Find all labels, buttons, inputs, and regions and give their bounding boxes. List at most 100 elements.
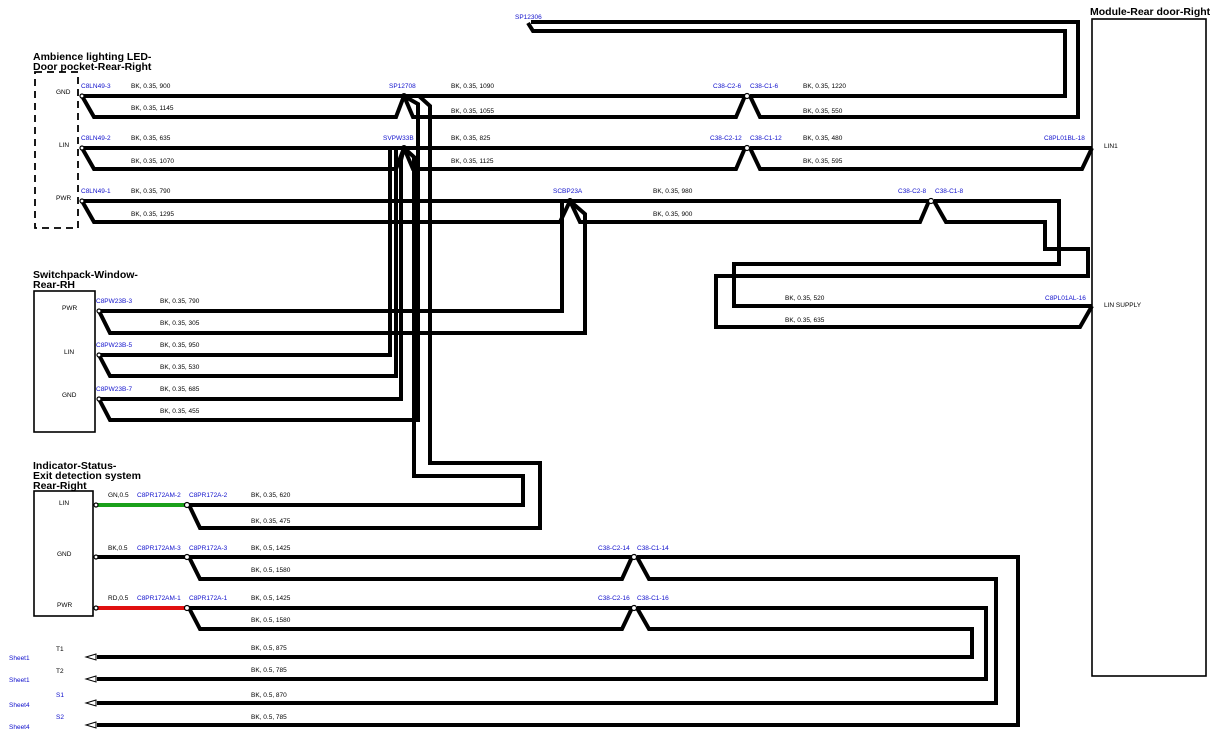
indicator-title-line1: Indicator-Status- (33, 460, 117, 472)
indicator-component[interactable]: Indicator-Status- Exit detection system … (33, 460, 141, 617)
wire-ind-lin-475[interactable] (187, 94, 542, 530)
wire-ind-lin-620[interactable] (189, 146, 525, 507)
wire-sw-gnd-685[interactable] (99, 147, 406, 401)
wire-label: BK, 0.35, 1125 (451, 158, 494, 165)
label-c38-c1-6[interactable]: C38-C1-6 (750, 83, 779, 90)
offsheet-sheet1-a[interactable]: Sheet1 (9, 655, 30, 662)
label-c8pr172a-1[interactable]: C8PR172A-1 (189, 595, 228, 602)
wire-550[interactable] (531, 20, 1080, 119)
wire-gnd-to-s1[interactable] (97, 556, 998, 705)
wire-label: BK, 0.35, 1220 (803, 83, 846, 90)
arrow-s2-icon[interactable] (84, 721, 97, 729)
label-c8pr172am-1[interactable]: C8PR172AM-1 (137, 595, 181, 602)
module-component[interactable]: Module-Rear door-Right LIN1 LIN SUPPLY (1090, 6, 1211, 677)
wire-635[interactable] (714, 200, 1094, 329)
offsheet-s1[interactable]: S1 (56, 692, 64, 699)
pin-end-gnd[interactable] (79, 93, 85, 99)
wire-sw-lin-530[interactable] (97, 148, 398, 378)
offsheet-sheet4-b[interactable]: Sheet4 (9, 724, 30, 731)
wire-595[interactable] (748, 147, 1094, 171)
label-c8pw23b-7[interactable]: C8PW23B-7 (96, 386, 133, 393)
wire-pwr-to-t1[interactable] (97, 607, 974, 659)
label-c38-c2-6[interactable]: C38-C2-6 (713, 83, 742, 90)
inline-c38-8[interactable] (927, 197, 935, 205)
wire-pwr-1295[interactable] (80, 200, 572, 224)
wire-label: BK, 0.35, 475 (251, 518, 291, 525)
ambience-pin-pwr: PWR (56, 195, 71, 202)
offsheet-s2[interactable]: S2 (56, 714, 64, 721)
wire-gnd-to-s2[interactable] (97, 555, 1020, 727)
splice-scbp23a[interactable] (567, 198, 573, 204)
wire-1580-a[interactable] (187, 556, 634, 581)
module-pin-lin1: LIN1 (1104, 143, 1118, 150)
label-c8pl01bl-18[interactable]: C8PL01BL-18 (1044, 135, 1085, 142)
pin-end-lin[interactable] (79, 145, 85, 151)
pin-end-sw-gnd[interactable] (96, 396, 102, 402)
label-c38-c1-12[interactable]: C38-C1-12 (750, 135, 782, 142)
wire-1220[interactable] (526, 21, 1067, 98)
wire-label: BK, 0.35, 520 (785, 295, 825, 302)
inline-c38-6[interactable] (743, 92, 751, 100)
ambience-box (34, 71, 79, 229)
label-c8ln49-1[interactable]: C8LN49-1 (81, 188, 111, 195)
pin-end-ind-gnd[interactable] (93, 554, 99, 560)
switchpack-component[interactable]: Switchpack-Window- Rear-RH PWR LIN GND (33, 269, 138, 433)
label-c38-c2-8[interactable]: C38-C2-8 (898, 188, 927, 195)
pin-end-pwr[interactable] (79, 198, 85, 204)
label-sp12708[interactable]: SP12708 (389, 83, 416, 90)
arrow-t2-icon[interactable] (84, 675, 97, 683)
pin-end-ind-pwr[interactable] (93, 605, 99, 611)
wire-sw-pwr-305[interactable] (97, 199, 587, 335)
ambience-lighting-component[interactable]: Ambience lighting LED- Door pocket-Rear-… (33, 51, 152, 229)
wire-520[interactable] (732, 199, 1092, 308)
label-c8pr172a-2[interactable]: C8PR172A-2 (189, 492, 228, 499)
wire-1055[interactable] (402, 95, 747, 119)
label-c8ln49-3[interactable]: C8LN49-3 (81, 83, 111, 90)
inline-c8pr172-3[interactable] (183, 553, 191, 561)
splice-sp12708[interactable] (401, 93, 407, 99)
pin-end-sw-pwr[interactable] (96, 308, 102, 314)
wire-label: BK, 0.35, 950 (160, 342, 200, 349)
label-sp12306[interactable]: SP12306 (515, 14, 542, 21)
label-c38-c1-16[interactable]: C38-C1-16 (637, 595, 669, 602)
label-c8pw23b-3[interactable]: C8PW23B-3 (96, 298, 133, 305)
wire-sw-lin-950[interactable] (99, 148, 392, 357)
label-c8pr172am-2[interactable]: C8PR172AM-2 (137, 492, 181, 499)
wire-1580-b[interactable] (187, 607, 634, 631)
inline-c38-14[interactable] (630, 553, 638, 561)
label-scbp23a[interactable]: SCBP23A (553, 188, 583, 195)
label-c8ln49-2[interactable]: C8LN49-2 (81, 135, 111, 142)
label-c38-c2-12[interactable]: C38-C2-12 (710, 135, 742, 142)
switchpack-box (33, 290, 96, 433)
wire-sw-pwr-790[interactable] (99, 201, 564, 313)
wire-1125[interactable] (402, 147, 747, 171)
label-c38-c1-14[interactable]: C38-C1-14 (637, 545, 669, 552)
inline-c38-12[interactable] (743, 144, 751, 152)
wire-gnd-1145[interactable] (80, 95, 406, 119)
pin-end-ind-lin[interactable] (93, 502, 99, 508)
wire-900[interactable] (568, 200, 931, 224)
label-c8pr172a-3[interactable]: C8PR172A-3 (189, 545, 228, 552)
label-c38-c2-14[interactable]: C38-C2-14 (598, 545, 630, 552)
wire-sw-gnd-455[interactable] (97, 94, 420, 422)
offsheet-sheet1-b[interactable]: Sheet1 (9, 677, 30, 684)
label-c8pr172am-3[interactable]: C8PR172AM-3 (137, 545, 181, 552)
wire-label: BK, 0.35, 1295 (131, 211, 174, 218)
label-c38-c1-8[interactable]: C38-C1-8 (935, 188, 964, 195)
module-title: Module-Rear door-Right (1090, 6, 1211, 18)
arrow-s1-icon[interactable] (84, 699, 97, 707)
arrow-t1-icon[interactable] (84, 653, 97, 661)
inline-c8pr172-1[interactable] (183, 604, 191, 612)
inline-c8pr172-2[interactable] (183, 501, 191, 509)
ambience-pin-lin: LIN (59, 142, 69, 149)
offsheet-sheet4-a[interactable]: Sheet4 (9, 702, 30, 709)
label-c38-c2-16[interactable]: C38-C2-16 (598, 595, 630, 602)
switchpack-title-line2: Rear-RH (33, 279, 75, 291)
splice-svpw33b[interactable] (401, 145, 407, 151)
label-c8pl01al-16[interactable]: C8PL01AL-16 (1045, 295, 1086, 302)
label-c8pw23b-5[interactable]: C8PW23B-5 (96, 342, 133, 349)
inline-c38-16[interactable] (630, 604, 638, 612)
label-svpw33b[interactable]: SVPW33B (383, 135, 414, 142)
pin-end-sw-lin[interactable] (96, 352, 102, 358)
wire-pwr-to-t2[interactable] (97, 606, 988, 681)
